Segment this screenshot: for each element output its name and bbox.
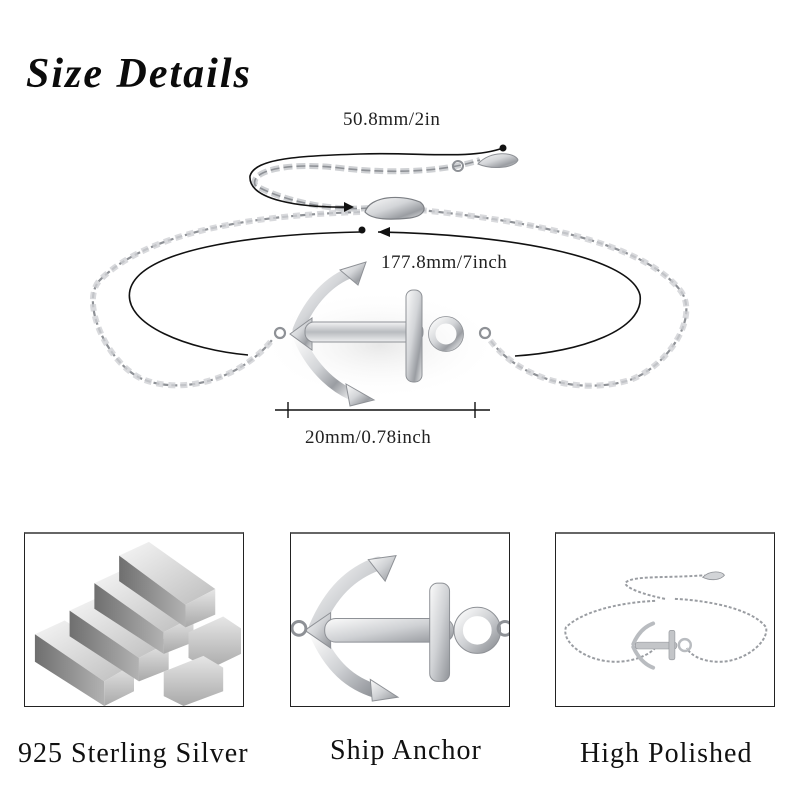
pendant-width-label: 20mm/0.78inch (305, 427, 432, 448)
length-arrow (378, 227, 390, 237)
extender-endpoint-dot (499, 144, 507, 152)
anchor-closeup-image (290, 532, 510, 707)
extender-chain (251, 153, 519, 212)
extender-length-label: 50.8mm/2in (343, 109, 441, 130)
length-measure-line (128, 231, 641, 357)
chain-left (89, 209, 361, 389)
feature-caption-high-polished: High Polished (580, 738, 753, 769)
silver-bars-image (24, 532, 244, 707)
page-title: Size Details (26, 51, 252, 97)
bracelet-length-label: 177.8mm/7inch (381, 252, 508, 273)
anchor-pendant (273, 261, 492, 407)
clasp (364, 196, 425, 220)
feature-caption-sterling-silver: 925 Sterling Silver (18, 738, 249, 769)
extender-arrow (344, 202, 354, 212)
extender-measure-line (249, 147, 504, 208)
pendant-measure-line (275, 402, 490, 418)
bracelet-overview-image (555, 532, 775, 707)
length-endpoint-dot (358, 226, 366, 234)
feature-caption-ship-anchor: Ship Anchor (330, 735, 482, 766)
chain-right (419, 207, 690, 389)
